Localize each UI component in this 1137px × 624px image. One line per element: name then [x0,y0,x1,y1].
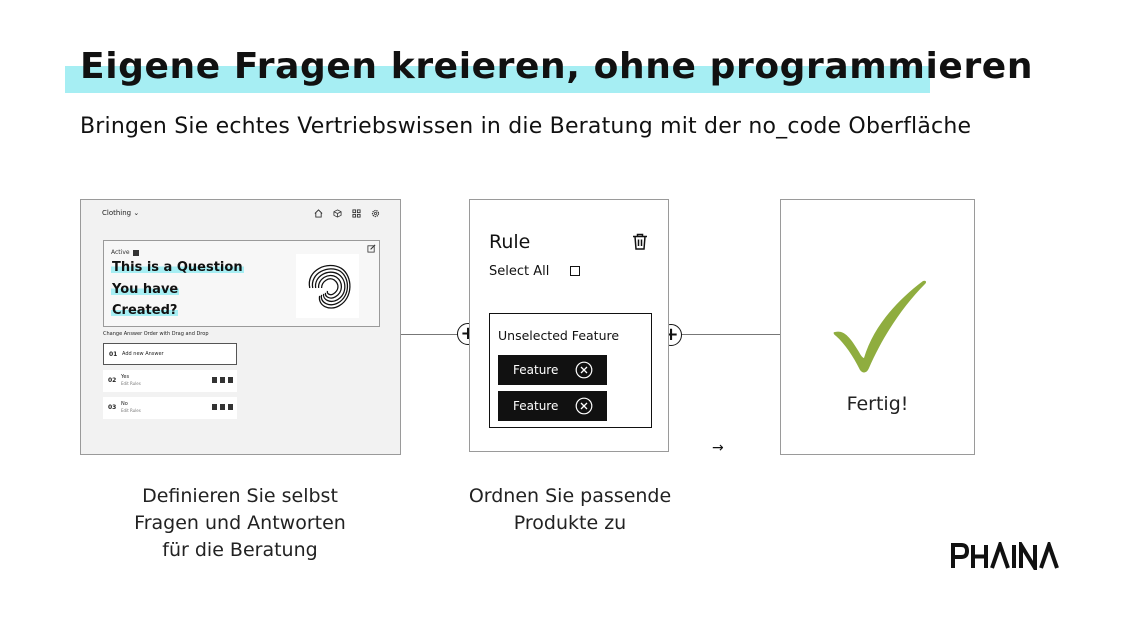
active-toggle[interactable] [132,249,139,256]
answer-row[interactable]: 02 Yes Edit Rules [103,370,237,392]
checkmark-icon [833,280,927,373]
trash-icon[interactable] [632,233,648,250]
caption-line: Fragen und Antworten [134,512,346,534]
active-label: Active [111,249,130,256]
spiral-graphic [308,264,351,309]
select-all-checkbox[interactable] [570,266,580,276]
caption-line: Produkte zu [513,512,627,534]
answer-number: 03 [108,404,117,411]
answer-actions [212,377,233,383]
answer-label: Add new Answer [122,351,164,357]
step1-caption: Definieren Sie selbst Fragen und Antwort… [100,483,380,564]
category-dropdown[interactable]: Clothing ⌄ [102,209,139,217]
box-icon[interactable] [333,209,342,218]
edit-rules-link[interactable]: Edit Rules [121,408,141,413]
done-panel: Fertig! [780,199,975,455]
trash-icon[interactable] [220,377,225,383]
editor-toolbar [314,209,380,218]
drag-handle-icon[interactable] [228,377,233,383]
question-editor-panel: Clothing ⌄ Active This is a Question You… [80,199,401,455]
answer-label: No [121,401,128,407]
grid-icon[interactable] [352,209,361,218]
page-title: Eigene Fragen kreieren, ohne programmier… [80,46,1034,87]
question-line: Created? [111,303,179,318]
answer-actions [212,404,233,410]
answer-label: Yes [121,374,130,380]
spiral-image [296,254,359,318]
connector-line [401,334,469,335]
drag-handle-icon[interactable] [228,404,233,410]
caption-line: Definieren Sie selbst [142,485,338,507]
checkmark-shape [833,280,927,373]
page-subtitle: Bringen Sie echtes Vertriebswissen in di… [80,114,972,139]
step2-caption: Ordnen Sie passende Produkte zu [440,483,700,537]
question-text: You have [111,282,180,297]
feature-group-title: Unselected Feature [498,328,620,343]
answer-row[interactable]: 03 No Edit Rules [103,397,237,419]
rule-title: Rule [489,231,531,253]
add-answer-input[interactable]: 01 Add new Answer [103,343,237,365]
connector-line [669,334,780,335]
copy-icon[interactable] [212,377,217,383]
feature-chip-label: Feature [513,399,559,413]
select-all-label: Select All [489,264,550,279]
question-line: This is a Question [111,260,244,275]
remove-icon[interactable] [575,361,593,379]
feature-chip[interactable]: Feature [498,355,607,385]
question-line: You have [111,282,180,297]
arrow-right-icon: → [712,440,724,456]
title-highlight [65,66,930,93]
active-status: Active [111,249,139,256]
home-icon[interactable] [314,209,323,218]
feature-group: Unselected Feature Feature Feature [489,313,652,428]
answer-number: 02 [108,377,117,384]
copy-icon[interactable] [212,404,217,410]
answer-number: 01 [109,351,118,358]
gear-icon[interactable] [371,209,380,218]
question-text: Created? [111,303,179,318]
trash-icon[interactable] [220,404,225,410]
chevron-down-icon: ⌄ [133,209,140,217]
question-card[interactable]: Active This is a Question You have Creat… [103,240,380,327]
category-dropdown-label: Clothing [102,209,132,217]
rule-panel: Rule Select All Unselected Feature Featu… [469,199,669,452]
edit-rules-link[interactable]: Edit Rules [121,381,141,386]
caption-line: für die Beratung [162,539,318,561]
remove-icon[interactable] [575,397,593,415]
feature-chip-label: Feature [513,363,559,377]
feature-chip[interactable]: Feature [498,391,607,421]
reorder-hint: Change Answer Order with Drag and Drop [103,331,209,337]
edit-icon[interactable] [367,244,376,253]
caption-line: Ordnen Sie passende [468,485,672,507]
done-label: Fertig! [846,393,909,415]
phaina-logo [951,542,1059,570]
question-text: This is a Question [111,260,244,275]
